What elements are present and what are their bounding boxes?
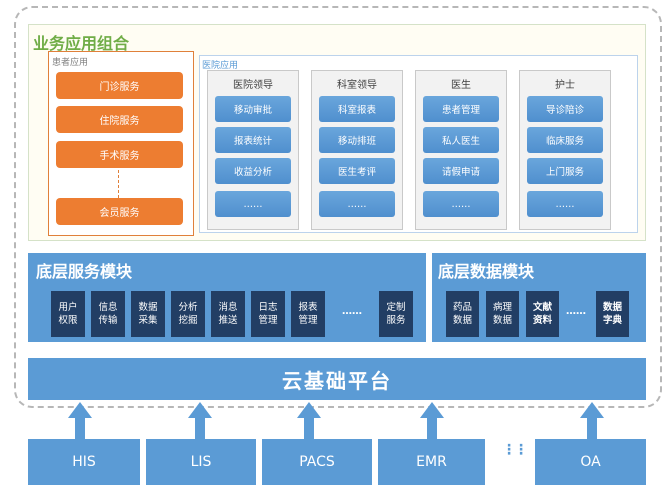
service-tile[interactable]: 报表 管理 xyxy=(291,291,325,337)
patient-app-member[interactable]: 会员服务 xyxy=(56,198,183,225)
data-tile-dictionary[interactable]: 数据 字典 xyxy=(596,291,629,337)
patient-apps-connector xyxy=(118,170,119,198)
arrow-up-icon xyxy=(580,402,604,439)
column-title: 护士 xyxy=(555,80,575,91)
app-button-more[interactable]: …… xyxy=(423,191,499,217)
hospital-column-nurse: 护士 导诊陪诊 临床服务 上门服务 …… xyxy=(519,70,611,230)
data-ellipsis: …… xyxy=(566,306,586,317)
service-tile-custom[interactable]: 定制 服务 xyxy=(379,291,413,337)
source-system[interactable]: LIS xyxy=(146,439,256,485)
app-button[interactable]: 收益分析 xyxy=(215,158,291,184)
patient-app-inpatient[interactable]: 住院服务 xyxy=(56,106,183,133)
service-tile[interactable]: 信息 传输 xyxy=(91,291,125,337)
data-tile[interactable]: 文献 资料 xyxy=(526,291,559,337)
app-button-more[interactable]: …… xyxy=(527,191,603,217)
column-title: 医生 xyxy=(451,80,471,91)
app-button[interactable]: 移动审批 xyxy=(215,96,291,122)
business-app-title: 业务应用组合 xyxy=(33,34,130,53)
app-button[interactable]: 导诊陪诊 xyxy=(527,96,603,122)
app-button-more[interactable]: …… xyxy=(215,191,291,217)
app-button[interactable]: 上门服务 xyxy=(527,158,603,184)
app-button[interactable]: 患者管理 xyxy=(423,96,499,122)
service-ellipsis: …… xyxy=(342,306,362,317)
service-tile[interactable]: 数据 采集 xyxy=(131,291,165,337)
source-system-oa[interactable]: OA xyxy=(535,439,646,485)
app-button[interactable]: 科室报表 xyxy=(319,96,395,122)
service-module-title: 底层服务模块 xyxy=(36,262,133,281)
service-tile[interactable]: 消息 推送 xyxy=(211,291,245,337)
outer-dashed-frame xyxy=(14,6,662,408)
source-system[interactable]: HIS xyxy=(28,439,140,485)
app-button[interactable]: 移动排班 xyxy=(319,127,395,153)
hospital-column-doctor: 医生 患者管理 私人医生 请假申请 …… xyxy=(415,70,507,230)
arrow-up-icon xyxy=(297,402,321,439)
arrow-up-icon xyxy=(420,402,444,439)
arrow-up-icon xyxy=(68,402,92,439)
hospital-column-dept-leader: 科室领导 科室报表 移动排班 医生考评 …… xyxy=(311,70,403,230)
source-system[interactable]: PACS xyxy=(262,439,372,485)
app-button-more[interactable]: …… xyxy=(319,191,395,217)
column-title: 医院领导 xyxy=(233,80,273,91)
service-tile[interactable]: 用户 权限 xyxy=(51,291,85,337)
service-tile[interactable]: 分析 挖掘 xyxy=(171,291,205,337)
data-module-title: 底层数据模块 xyxy=(438,262,535,281)
data-tile[interactable]: 病理 数据 xyxy=(486,291,519,337)
column-title: 科室领导 xyxy=(337,80,377,91)
arrow-up-icon xyxy=(188,402,212,439)
app-button[interactable]: 医生考评 xyxy=(319,158,395,184)
patient-apps-title: 患者应用 xyxy=(52,58,89,68)
hospital-column-leader: 医院领导 移动审批 报表统计 收益分析 …… xyxy=(207,70,299,230)
cloud-platform-bar: 云基础平台 xyxy=(28,358,646,400)
data-tile[interactable]: 药品 数据 xyxy=(446,291,479,337)
sources-dots-left: ⋮ xyxy=(502,442,516,458)
source-system[interactable]: EMR xyxy=(378,439,485,485)
app-button[interactable]: 临床服务 xyxy=(527,127,603,153)
patient-app-outpatient[interactable]: 门诊服务 xyxy=(56,72,183,99)
sources-dots-right: ⋮ xyxy=(514,442,528,458)
patient-app-surgery[interactable]: 手术服务 xyxy=(56,141,183,168)
app-button[interactable]: 报表统计 xyxy=(215,127,291,153)
hospital-apps-title: 医院应用 xyxy=(202,61,239,71)
app-button[interactable]: 请假申请 xyxy=(423,158,499,184)
app-button[interactable]: 私人医生 xyxy=(423,127,499,153)
service-tile[interactable]: 日志 管理 xyxy=(251,291,285,337)
